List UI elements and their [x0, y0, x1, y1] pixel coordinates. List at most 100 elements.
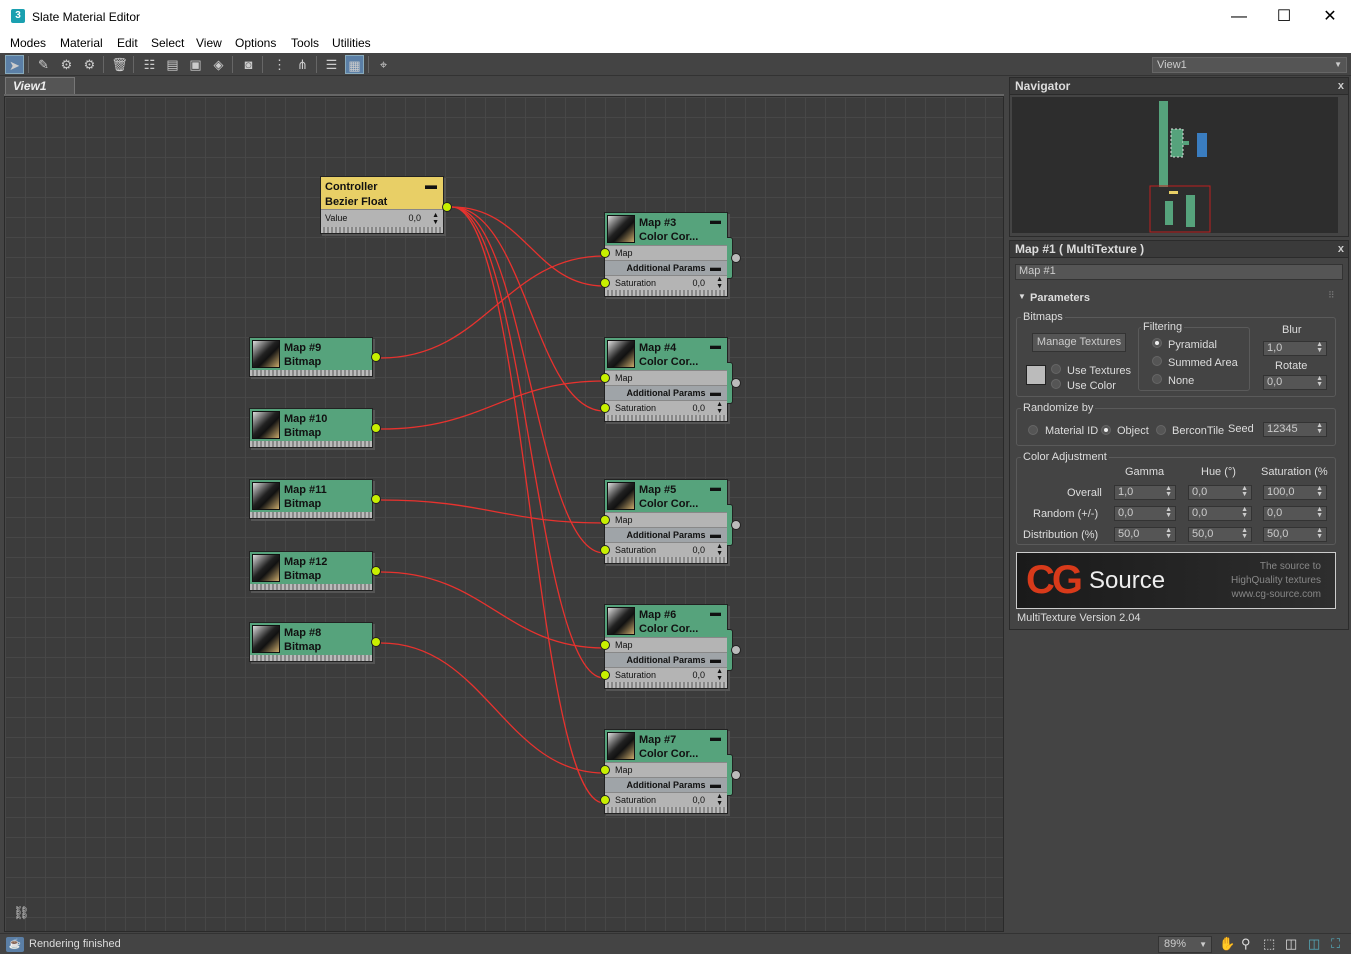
output-port[interactable]	[731, 770, 741, 780]
random-gamma[interactable]: 0,0▲▼	[1114, 506, 1176, 521]
output-port[interactable]	[371, 423, 381, 433]
collapse-icon[interactable]: ▬	[710, 340, 721, 352]
minimize-button[interactable]: —	[1231, 8, 1247, 25]
overall-hue[interactable]: 0,0▲▼	[1188, 485, 1252, 500]
use-textures-radio[interactable]	[1051, 364, 1061, 374]
pyramidal-radio[interactable]	[1152, 338, 1162, 348]
background-icon[interactable]: ▣	[189, 57, 202, 72]
output-port[interactable]	[731, 378, 741, 388]
input-port-saturation[interactable]	[600, 278, 610, 288]
spinner-icon[interactable]: ▲▼	[1316, 506, 1323, 519]
param-value[interactable]: 0,0	[692, 670, 705, 680]
drag-handle-icon[interactable]: ⠿	[1328, 290, 1335, 300]
spinner-icon[interactable]: ▲▼	[716, 276, 723, 290]
zoom-select[interactable]: 89% ▼	[1158, 936, 1212, 953]
param-value[interactable]: 0,0	[408, 213, 421, 223]
menu-tools[interactable]: Tools	[291, 36, 320, 50]
spinner-icon[interactable]: ▲▼	[716, 668, 723, 682]
assign-material-icon[interactable]: ⚙	[83, 57, 96, 72]
overall-gamma[interactable]: 1,0▲▼	[1114, 485, 1176, 500]
material-id-radio[interactable]	[1028, 425, 1038, 435]
overall-saturation[interactable]: 100,0▲▼	[1263, 485, 1327, 500]
distribution-hue[interactable]: 50,0▲▼	[1188, 527, 1252, 542]
output-port[interactable]	[731, 645, 741, 655]
layout-all-icon[interactable]: ⋮	[273, 57, 286, 72]
hide-unused-icon[interactable]: ▤	[166, 57, 179, 72]
select-by-material-icon[interactable]: ⌖	[379, 57, 388, 72]
collapse-icon[interactable]: ▬	[710, 779, 721, 791]
rollout-additional-params[interactable]: Additional Params▬	[605, 527, 727, 542]
menu-edit[interactable]: Edit	[117, 36, 138, 50]
rollout-expand-icon[interactable]: ▼	[1018, 292, 1026, 301]
maximize-button[interactable]: ☐	[1276, 8, 1292, 25]
color-swatch[interactable]	[1026, 365, 1046, 385]
move-children-icon[interactable]: ☷	[143, 57, 156, 72]
output-port[interactable]	[371, 637, 381, 647]
collapse-icon[interactable]: ▬	[710, 262, 721, 274]
output-port[interactable]	[731, 253, 741, 263]
spinner-icon[interactable]: ▲▼	[716, 401, 723, 415]
eyedropper-icon[interactable]: ✎	[38, 57, 49, 72]
bercontile-radio[interactable]	[1156, 425, 1166, 435]
spinner-icon[interactable]: ▲▼	[1316, 341, 1323, 354]
manage-textures-button[interactable]: Manage Textures	[1032, 333, 1126, 352]
parameters-rollout[interactable]: Parameters	[1030, 292, 1090, 304]
distribution-gamma[interactable]: 50,0▲▼	[1114, 527, 1176, 542]
rollout-additional-params[interactable]: Additional Params▬	[605, 652, 727, 667]
random-hue[interactable]: 0,0▲▼	[1188, 506, 1252, 521]
input-port-map[interactable]	[600, 248, 610, 258]
zoom-icon[interactable]: ⚲	[1241, 936, 1251, 951]
blur-spinner[interactable]: 1,0▲▼	[1263, 341, 1327, 356]
material-id-icon[interactable]: ◙	[244, 57, 253, 72]
spinner-icon[interactable]: ▲▼	[1241, 527, 1248, 540]
param-value[interactable]: 0,0	[692, 545, 705, 555]
binoculars-icon[interactable]: ⛓	[13, 905, 30, 920]
random-saturation[interactable]: 0,0▲▼	[1263, 506, 1327, 521]
maximize-view-icon[interactable]: ⛶	[1331, 936, 1341, 951]
menu-modes[interactable]: Modes	[10, 36, 47, 50]
zoom-extents-selected-icon[interactable]: ◫	[1308, 936, 1321, 951]
collapse-icon[interactable]: ▬	[710, 482, 721, 494]
rollout-additional-params[interactable]: Additional Params▬	[605, 385, 727, 400]
close-icon[interactable]: x	[1337, 80, 1344, 92]
navigator-view[interactable]	[1012, 97, 1338, 233]
menu-utilities[interactable]: Utilities	[332, 36, 371, 50]
collapse-icon[interactable]: ▬	[710, 387, 721, 399]
output-port[interactable]	[371, 566, 381, 576]
spinner-icon[interactable]: ▲▼	[1241, 485, 1248, 498]
spinner-icon[interactable]: ▲▼	[1316, 485, 1323, 498]
tab-view1[interactable]: View1	[5, 77, 75, 94]
select-tool-icon[interactable]: ➤	[5, 55, 24, 74]
summed-area-radio[interactable]	[1152, 356, 1162, 366]
rollout-additional-params[interactable]: Additional Params▬	[605, 260, 727, 275]
spinner-icon[interactable]: ▲▼	[1316, 527, 1323, 540]
collapse-icon[interactable]: ▬	[710, 654, 721, 666]
menu-options[interactable]: Options	[235, 36, 277, 50]
close-button[interactable]: ✕	[1323, 8, 1337, 25]
input-port-saturation[interactable]	[600, 545, 610, 555]
collapse-icon[interactable]: ▬	[710, 732, 721, 744]
spinner-icon[interactable]: ▲▼	[1241, 506, 1248, 519]
spinner-icon[interactable]: ▲▼	[1316, 422, 1323, 435]
collapse-icon[interactable]: ▬	[425, 178, 437, 192]
input-port-map[interactable]	[600, 765, 610, 775]
seed-spinner[interactable]: 12345▲▼	[1263, 422, 1327, 437]
close-icon[interactable]: x	[1337, 243, 1344, 255]
param-value[interactable]: 0,0	[692, 403, 705, 413]
put-to-scene-icon[interactable]: ⚙	[60, 57, 73, 72]
view-selector[interactable]: View1 ▼	[1152, 57, 1347, 73]
param-value[interactable]: 0,0	[692, 278, 705, 288]
object-radio[interactable]	[1101, 425, 1111, 435]
rollout-additional-params[interactable]: Additional Params▬	[605, 777, 727, 792]
spinner-icon[interactable]: ▲▼	[716, 793, 723, 807]
delete-icon[interactable]: 🗑	[111, 57, 128, 72]
pan-hand-icon[interactable]: ✋	[1219, 936, 1236, 951]
